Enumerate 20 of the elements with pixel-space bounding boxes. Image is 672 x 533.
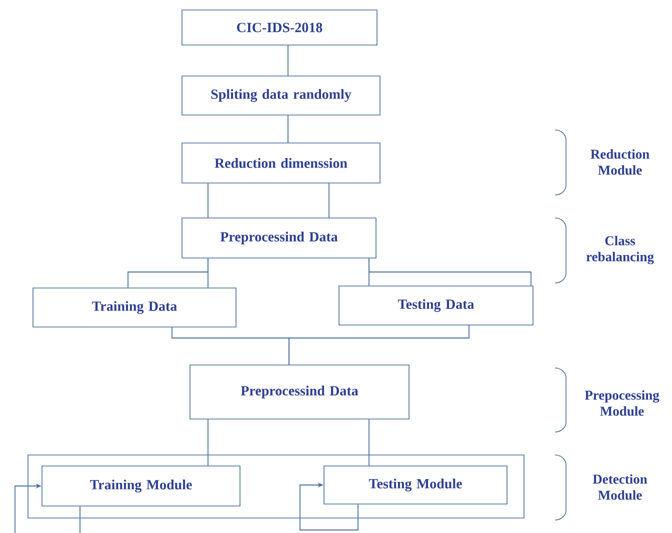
connector bbox=[368, 418, 370, 466]
process-box: Preprocessind Data bbox=[190, 364, 410, 420]
connector bbox=[288, 324, 470, 366]
module-label: Class rebalancing bbox=[586, 236, 654, 264]
process-box: Spliting data randomly bbox=[182, 76, 380, 116]
module-label: Prepocessing Module bbox=[584, 390, 660, 416]
module-label: Reduction Module bbox=[590, 149, 650, 175]
process-box: Testing Data bbox=[338, 286, 534, 326]
group-box bbox=[28, 454, 524, 518]
connector bbox=[128, 258, 208, 288]
connector bbox=[300, 482, 358, 530]
process-box: CIC-IDS-2018 bbox=[182, 10, 378, 46]
process-box: Training Module bbox=[42, 466, 240, 506]
process-box: Preprocessind Data bbox=[182, 218, 376, 258]
process-box: Testing Module bbox=[324, 466, 508, 504]
process-box: Reduction dimenssion bbox=[182, 142, 380, 184]
connector bbox=[328, 182, 330, 218]
process-box: Training Data bbox=[32, 288, 236, 328]
connector bbox=[368, 258, 532, 286]
module-label: Detection Module bbox=[592, 474, 648, 500]
